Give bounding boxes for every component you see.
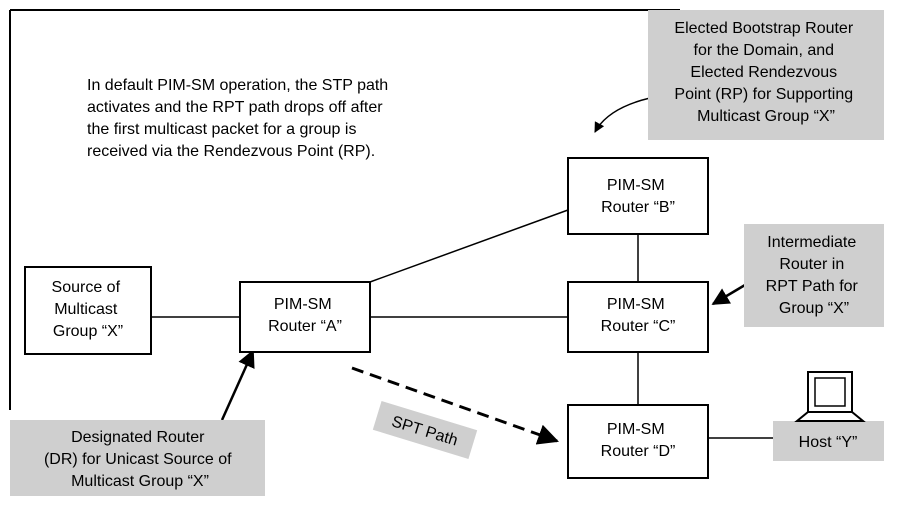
- computer-icon: [794, 371, 866, 422]
- router-d-node: [567, 404, 709, 479]
- spt-path-tag: SPT Path: [372, 401, 478, 459]
- source-node: [24, 266, 152, 355]
- designated-arrow: [220, 349, 255, 421]
- link-a-b: [369, 209, 569, 283]
- host-label: Host “Y”: [799, 434, 858, 451]
- source-node-text: Source of Multicast Group “X”: [52, 279, 125, 340]
- intro-note: In default PIM-SM operation, the STP pat…: [87, 77, 393, 160]
- router-a-node: [239, 281, 371, 353]
- intermediate-callout: [744, 224, 884, 327]
- bootstrap-arrow: [594, 97, 651, 133]
- router-b-node: [567, 157, 709, 235]
- designated-callout-text: Designated Router (DR) for Unicast Sourc…: [44, 429, 236, 490]
- intermediate-arrow: [711, 283, 746, 306]
- spt-path-arrow: [351, 366, 559, 445]
- router-d-text: PIM-SM Router “D”: [601, 421, 676, 460]
- router-c-node: [567, 281, 709, 353]
- bootstrap-callout-text: Elected Bootstrap Router for the Domain,…: [674, 20, 857, 125]
- router-b-text: PIM-SM Router “B”: [601, 177, 675, 216]
- designated-callout: [10, 420, 265, 496]
- intermediate-callout-text: Intermediate Router in RPT Path for Grou…: [766, 234, 863, 317]
- host-callout: [773, 421, 884, 461]
- bootstrap-callout: [648, 10, 884, 140]
- router-a-text: PIM-SM Router “A”: [268, 296, 342, 335]
- router-c-text: PIM-SM Router “C”: [601, 296, 676, 335]
